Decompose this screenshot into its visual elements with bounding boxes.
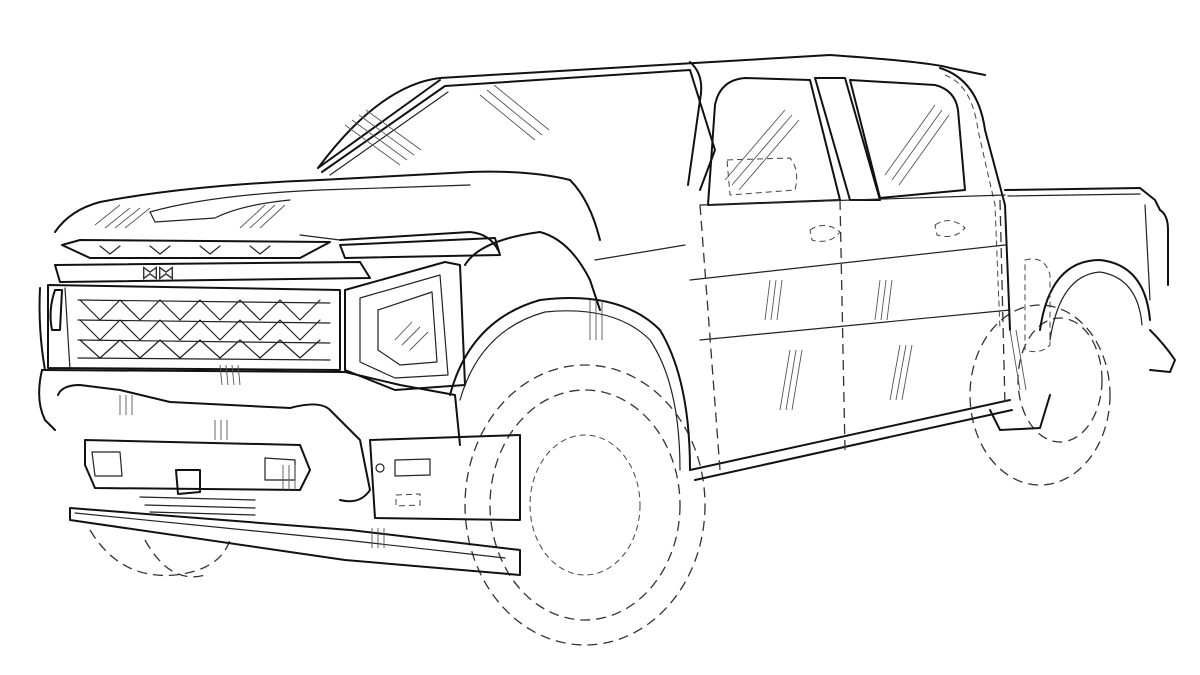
rear-left-wheel xyxy=(969,304,1111,486)
headlight-assembly xyxy=(339,237,501,391)
surface-shading-hatching xyxy=(119,84,1027,548)
truck-bed xyxy=(989,187,1176,431)
hood xyxy=(54,170,601,251)
front-right-wheel-hidden xyxy=(89,529,231,578)
cab-body xyxy=(317,54,1013,481)
front-bumper xyxy=(38,369,521,576)
front-corner-marker xyxy=(49,287,71,371)
front-grille: ⧓⧓ xyxy=(38,239,371,371)
front-fender xyxy=(449,231,691,471)
front-left-wheel xyxy=(464,364,706,646)
brand-bowtie-logo: ⧓⧓ xyxy=(142,265,174,282)
